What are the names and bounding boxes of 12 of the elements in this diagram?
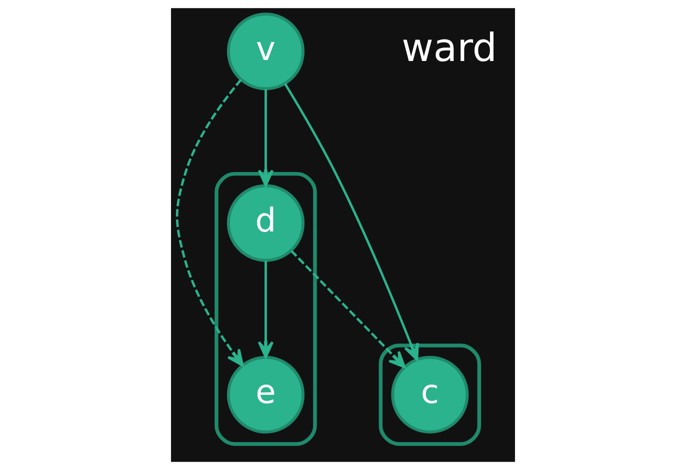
node-circle: d	[226, 184, 304, 262]
label: ward	[401, 26, 497, 71]
arrow	[283, 83, 418, 361]
cluster	[214, 172, 316, 446]
arrow	[175, 79, 244, 366]
node-circle: c	[390, 356, 468, 434]
arrow	[290, 250, 406, 368]
arrow	[257, 89, 274, 187]
arrow	[257, 260, 274, 358]
node-circle: e	[226, 356, 304, 434]
cluster	[378, 344, 481, 446]
node-circle: v	[226, 12, 304, 90]
